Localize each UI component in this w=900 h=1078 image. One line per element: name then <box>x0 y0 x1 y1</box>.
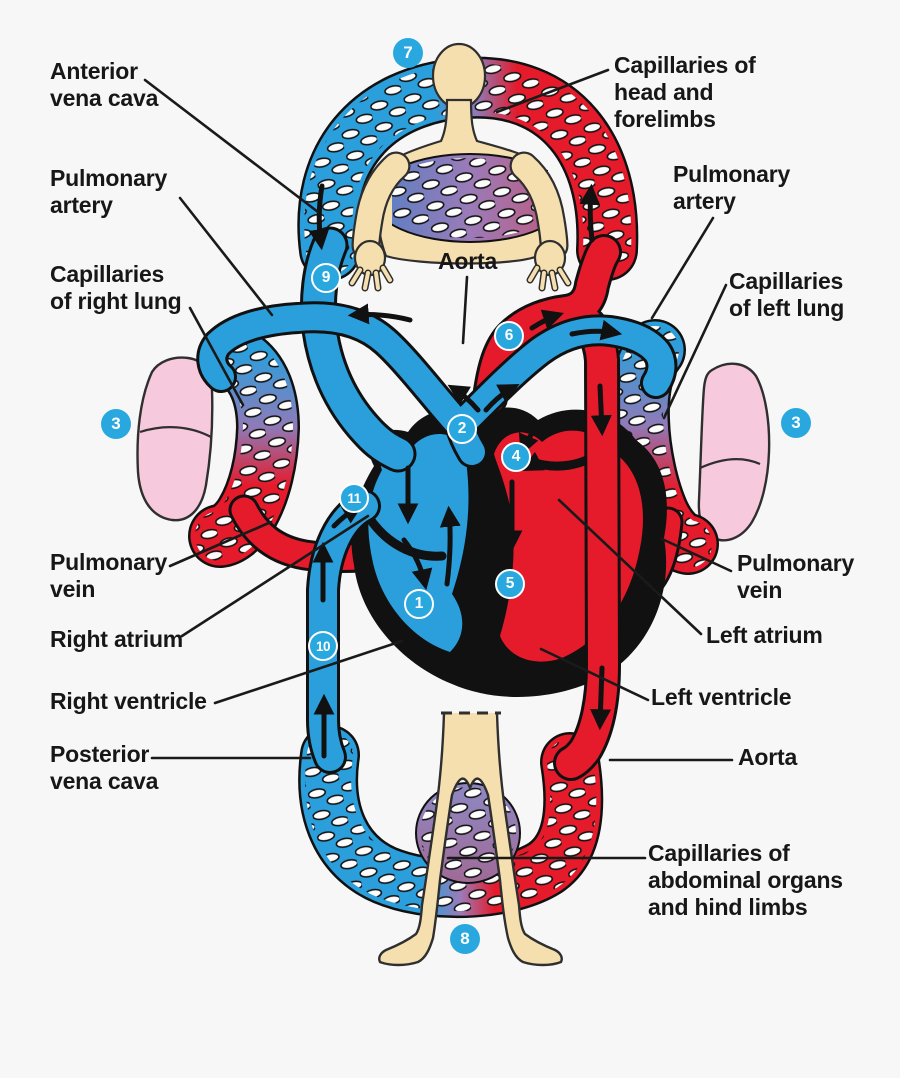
right-heart-chambers <box>368 433 469 652</box>
label-left-ventricle: Left ventricle <box>651 684 792 710</box>
leader-pulmonary-artery-left <box>178 196 274 317</box>
right-hand <box>526 239 572 292</box>
badge-7: 7 <box>393 38 423 68</box>
capillaries-chest-patch <box>392 153 548 243</box>
arms <box>348 151 572 292</box>
badge-9: 9 <box>311 263 341 293</box>
badge-3-right: 3 <box>781 408 811 438</box>
badge-11: 11 <box>339 483 369 513</box>
label-pulmonary-artery-right: Pulmonary artery <box>673 161 791 214</box>
leader-capillaries-head <box>495 68 610 114</box>
badge-2: 2 <box>447 414 477 444</box>
leader-capillaries-left-lung <box>662 283 728 420</box>
head <box>431 42 487 110</box>
label-aorta-top: Aorta <box>438 248 498 274</box>
label-capillaries-right-lung: Capillaries of right lung <box>50 261 182 314</box>
label-anterior-vena-cava: Anterior vena cava <box>50 58 159 111</box>
leader-right-atrium <box>180 514 370 638</box>
label-aorta-bottom: Aorta <box>738 744 798 770</box>
leader-pulmonary-artery-right <box>650 216 715 320</box>
leader-left-atrium <box>557 498 703 636</box>
badge-1: 1 <box>404 589 434 619</box>
label-capillaries-abdominal: Capillaries of abdominal organs and hind… <box>648 840 843 920</box>
left-hand <box>348 239 394 292</box>
left-lung <box>697 362 771 542</box>
label-left-atrium: Left atrium <box>706 622 823 648</box>
badge-8: 8 <box>450 924 480 954</box>
leader-pulmonary-vein-right <box>660 537 733 573</box>
badge-3-left: 3 <box>101 409 131 439</box>
badge-6: 6 <box>494 321 524 351</box>
flow-arrows <box>308 183 623 759</box>
right-lung <box>136 356 214 522</box>
leader-aorta-top <box>461 275 469 345</box>
label-capillaries-head: Capillaries of head and forelimbs <box>614 52 756 132</box>
badge-10: 10 <box>308 631 338 661</box>
label-posterior-vena-cava: Posterior vena cava <box>50 741 159 794</box>
leader-right-ventricle <box>213 639 404 705</box>
label-pulmonary-vein-left: Pulmonary vein <box>50 549 168 602</box>
leader-lines <box>143 68 734 860</box>
lower-body-figure <box>378 711 563 967</box>
label-pulmonary-artery-left: Pulmonary artery <box>50 165 168 218</box>
label-pulmonary-vein-right: Pulmonary vein <box>737 550 855 603</box>
label-right-ventricle: Right ventricle <box>50 688 207 714</box>
capillaries-right-lung-mesh <box>188 328 301 568</box>
leader-pulmonary-vein-left <box>168 520 273 568</box>
leader-anterior-vena-cava <box>143 78 320 214</box>
badge-4: 4 <box>501 442 531 472</box>
leader-left-ventricle <box>539 647 650 702</box>
label-capillaries-left-lung: Capillaries of left lung <box>729 268 845 321</box>
leader-capillaries-right-lung <box>188 306 245 407</box>
label-right-atrium: Right atrium <box>50 626 184 652</box>
badge-5: 5 <box>495 569 525 599</box>
